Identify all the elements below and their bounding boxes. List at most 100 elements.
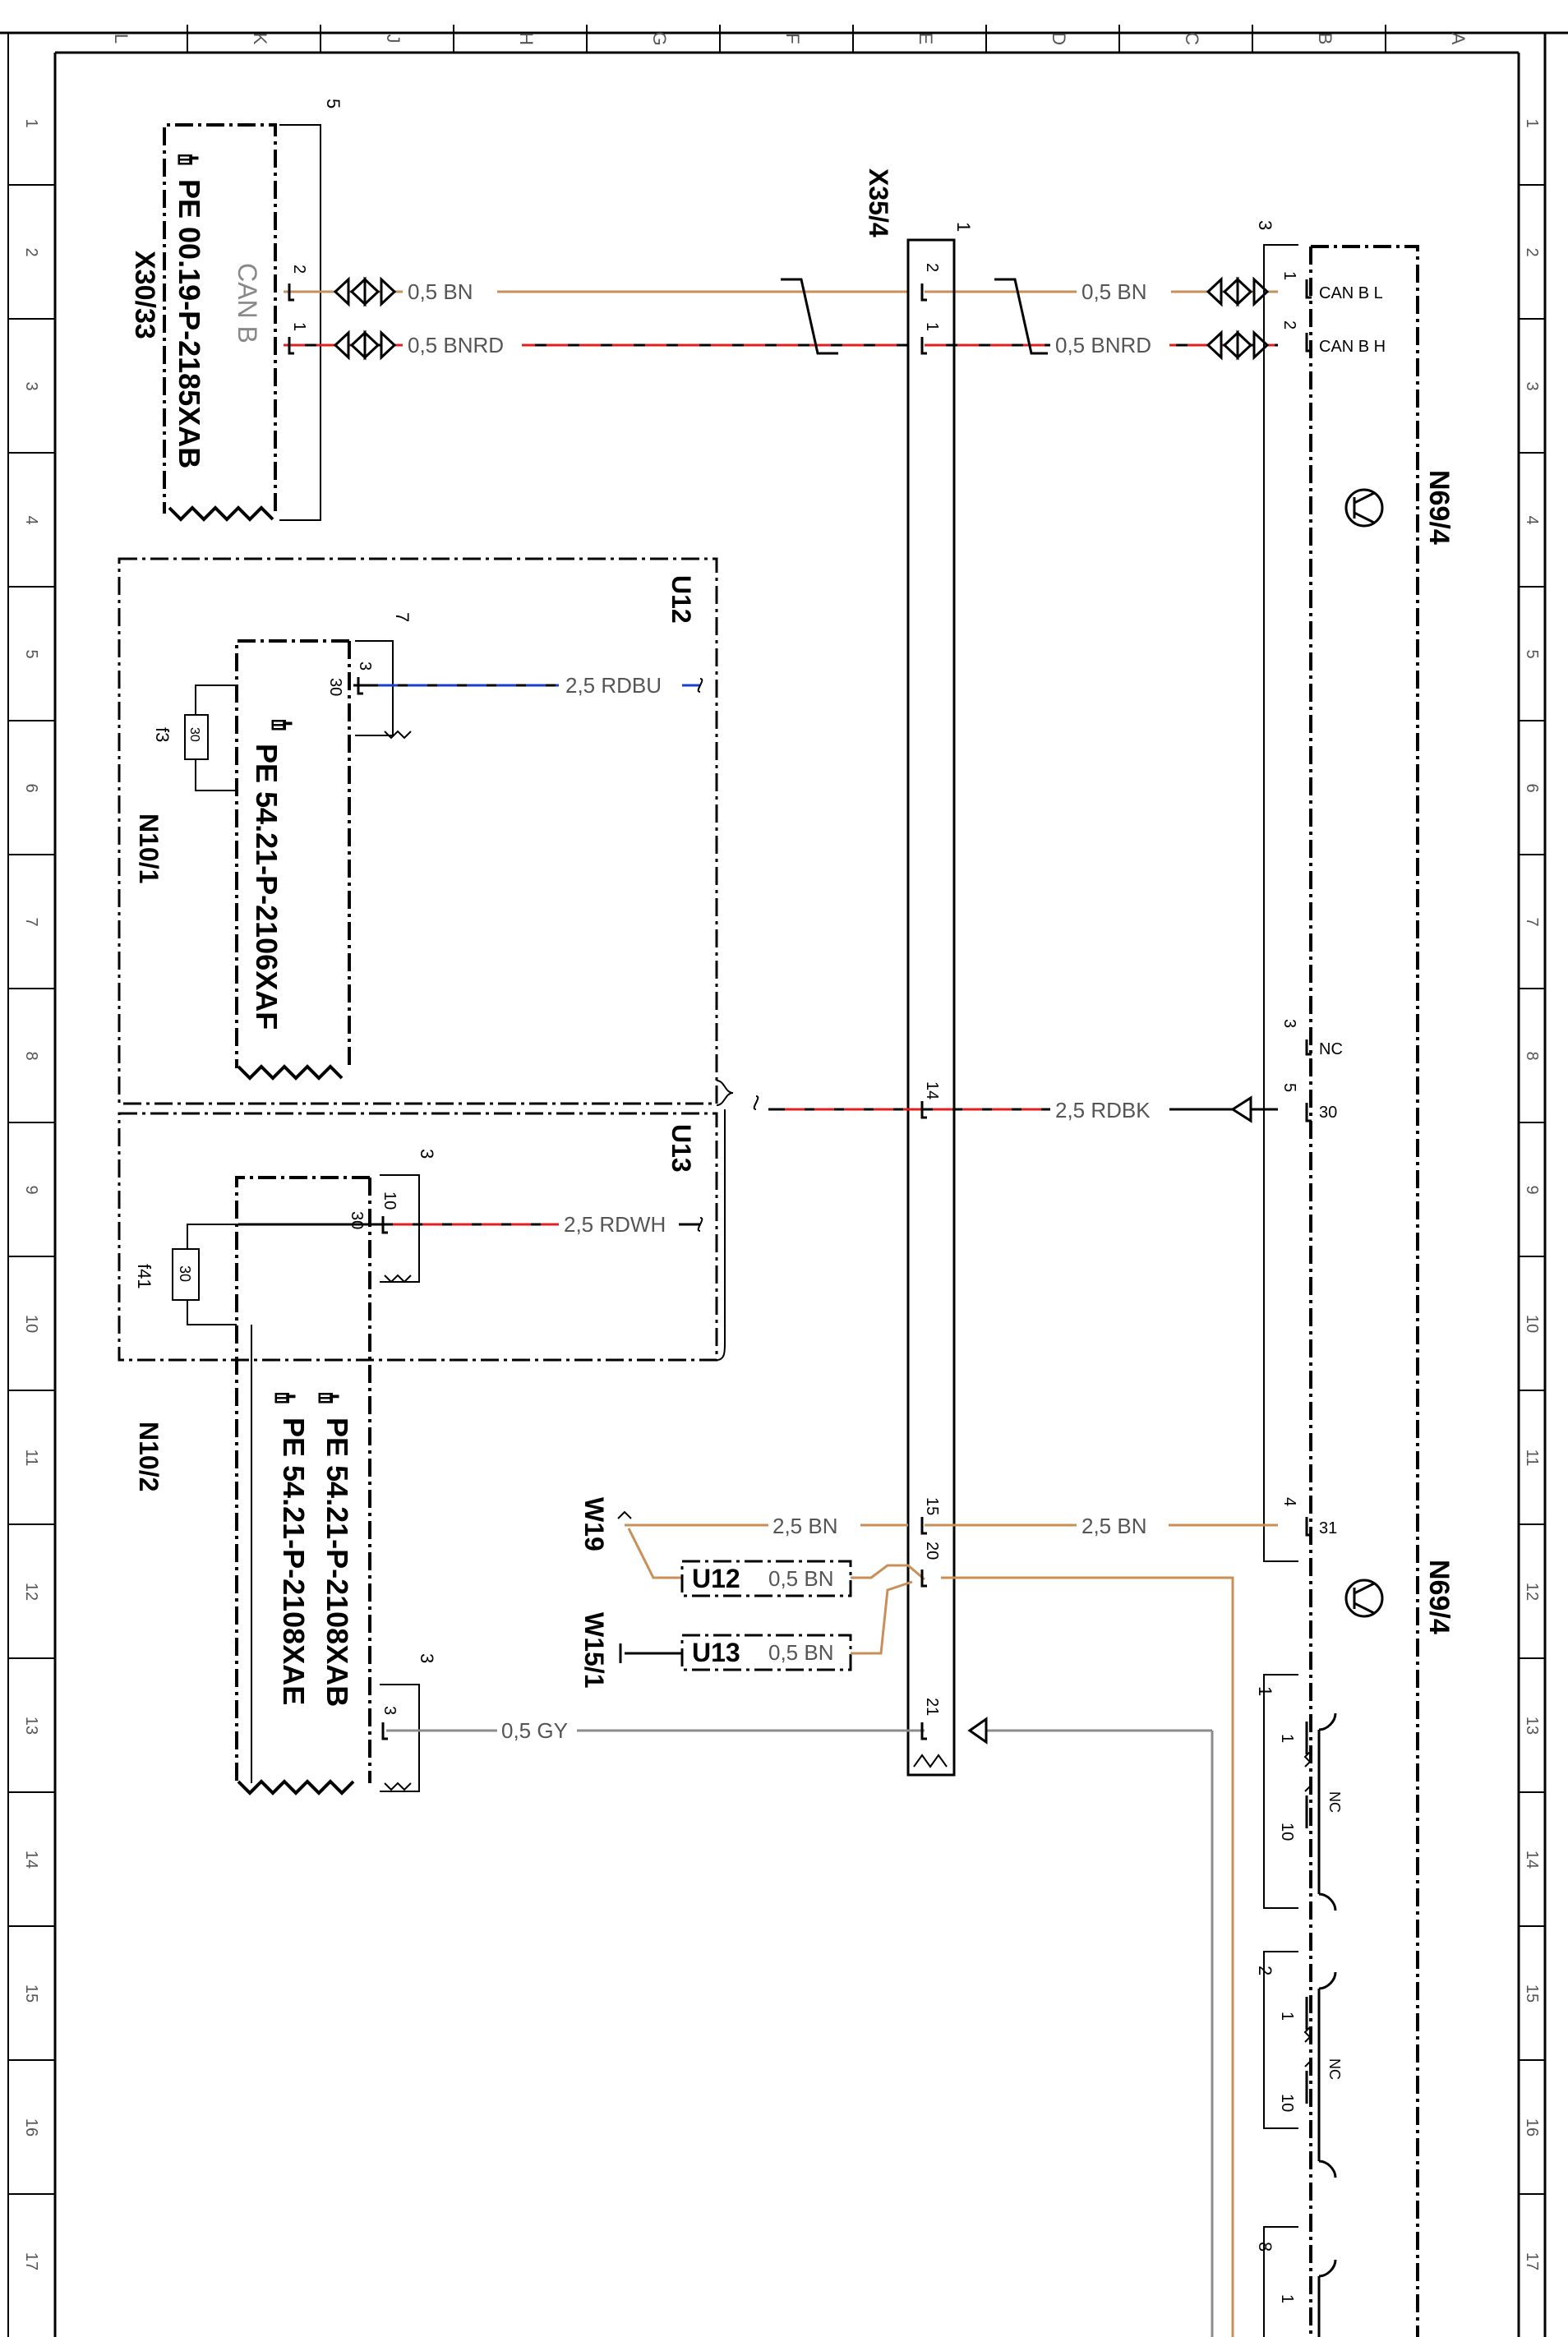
row-num-15-left: 15: [22, 1984, 40, 2003]
can-b-label: CAN B: [233, 263, 262, 343]
info-hand-icon: [274, 1393, 296, 1404]
row-num-14-left: 14: [22, 1851, 40, 1869]
u13-tag-box[interactable]: U13 0,5 BN: [680, 1634, 852, 1671]
transistor-icon: [1344, 488, 1384, 528]
n10-2-ref-1: PE 54.21-P-2108XAB: [321, 1417, 354, 1707]
switch-2-nc: NC: [1326, 2058, 1343, 2080]
switch-1-pin-b: 10: [1278, 1823, 1296, 1841]
n69-pin-30: 30: [1319, 1104, 1337, 1122]
row-num-8-left: 8: [22, 1051, 40, 1060]
n69-pin-1: 1: [1280, 271, 1298, 280]
x35-pin-2: 2: [923, 263, 941, 272]
u12-tag-label: U12: [692, 1564, 740, 1593]
w15-1-label: W15/1: [579, 1612, 609, 1688]
row-num-7-right: 7: [1523, 917, 1541, 926]
col-letter-l: L: [111, 34, 131, 44]
u13-box[interactable]: U13: [118, 1080, 734, 1362]
switch-2-pin-a: 1: [1278, 2012, 1296, 2021]
x35-pin-21: 21: [923, 1698, 941, 1716]
x30-33-id: X30/33: [129, 251, 160, 339]
row-num-9-right: 9: [1523, 1185, 1541, 1194]
switch-8[interactable]: 8 1: [1255, 2226, 1337, 2337]
info-hand-icon: [178, 154, 199, 165]
n69-4-module[interactable]: 3 N69/4 N69/4 1 2 3 5 4 CAN B L CAN B H …: [1255, 220, 1455, 2337]
u13-id: U13: [666, 1124, 696, 1173]
x30-33-connector[interactable]: 5 X30/33 PE 00.19-P-2185XAB CAN B 2 1: [129, 99, 344, 522]
n10-2-pin-30: 30: [348, 1211, 366, 1229]
row-num-12-left: 12: [22, 1583, 40, 1601]
info-hand-icon: [271, 720, 293, 731]
n10-1-ref: PE 54.21-P-2106XAF: [250, 744, 284, 1030]
x35-4-connector[interactable]: X35/4 1 2 1 14 15 20 21: [864, 168, 974, 1777]
u12-tag-box[interactable]: U12 0,5 BN: [680, 1560, 852, 1597]
n69-4-id: N69/4: [1423, 470, 1455, 545]
n10-1-id: N10/1: [134, 814, 164, 883]
switch-2[interactable]: 2 1 10 NC: [1255, 1951, 1343, 2178]
wire-rdbu: 2,5 RDBU: [353, 673, 703, 698]
n10-1-pin-30: 30: [326, 678, 344, 696]
u13-tag-label: U13: [692, 1638, 740, 1667]
row-num-3-right: 3: [1523, 381, 1541, 390]
fuse-f41-label: f41: [134, 1264, 154, 1289]
wire-rdbk: 2,5 RDBK: [753, 1095, 1278, 1123]
x35-4-bracket-num: 1: [953, 222, 974, 232]
wire-label-rdbu: 2,5 RDBU: [565, 673, 662, 698]
switch-1-nc: NC: [1326, 1791, 1343, 1813]
row-num-6-left: 6: [22, 783, 40, 792]
n10-1-block[interactable]: 7 N10/1 PE 54.21-P-2106XAF 3 30 30 f3: [134, 612, 413, 1081]
row-num-1-left: 1: [22, 118, 40, 127]
row-num-1-right: 1: [1523, 118, 1541, 127]
row-num-17-right: 17: [1523, 2252, 1541, 2270]
n10-2-id: N10/2: [134, 1422, 164, 1491]
row-num-9-left: 9: [22, 1185, 40, 1194]
u12-id: U12: [666, 575, 696, 624]
n69-pin-can-b-l: CAN B L: [1319, 284, 1383, 302]
row-num-11-right: 11: [1523, 1450, 1541, 1467]
switch-8-num: 8: [1255, 2242, 1275, 2252]
switch-2-num: 2: [1255, 1966, 1275, 1975]
u12-box[interactable]: U12: [118, 557, 718, 1105]
x30-pin-1: 1: [290, 322, 308, 331]
row-num-3-left: 3: [22, 381, 40, 390]
row-num-13-left: 13: [22, 1717, 40, 1735]
x30-33-bracket-num: 5: [323, 99, 344, 108]
x35-pin-terminals: [288, 283, 927, 1740]
row-num-2-left: 2: [22, 247, 40, 256]
n69-4-id-lower: N69/4: [1423, 1560, 1455, 1634]
switch-8-pin-a: 1: [1278, 2294, 1296, 2303]
switch-1[interactable]: 1 1 10 NC: [1255, 1674, 1343, 1911]
n69-pin-4: 4: [1280, 1497, 1298, 1506]
n10-2-pin-10: 10: [380, 1192, 399, 1210]
switch-1-num: 1: [1255, 1686, 1275, 1696]
n69-pin-can-b-h: CAN B H: [1319, 338, 1386, 356]
row-num-16-left: 16: [22, 2118, 40, 2136]
row-num-8-right: 8: [1523, 1051, 1541, 1060]
row-num-2-right: 2: [1523, 247, 1541, 256]
fuse-f3-value: 30: [187, 727, 201, 742]
can-b-wire-labels: 0,5 BN 0,5 BNRD 0,5 BN 0,5 BNRD: [403, 278, 1171, 357]
ground-w15-1[interactable]: W15/1: [579, 1612, 682, 1688]
ground-w19[interactable]: W19 2,5 BN: [579, 1497, 908, 1579]
n10-1-bracket-num: 7: [392, 612, 413, 622]
wire-label-bn-left: 0,5 BN: [408, 279, 473, 304]
wire-gy: 0,5 GY: [386, 1717, 1214, 2337]
col-letter-b: B: [1315, 33, 1335, 45]
col-letter-f: F: [782, 33, 803, 44]
w19-label: W19: [579, 1497, 609, 1551]
fuse-f3-label: f3: [152, 727, 173, 742]
n10-2-block[interactable]: 3 3 N10/2 PE 54.21-P-2108XAB PE 54.21-P-…: [134, 1149, 437, 1795]
x35-pin-14: 14: [923, 1081, 941, 1099]
wire-label-bn-n69: 2,5 BN: [1081, 1514, 1147, 1538]
u13-tag-wire: 0,5 BN: [768, 1640, 834, 1665]
info-hand-icon: [318, 1393, 339, 1404]
row-num-10-left: 10: [22, 1315, 40, 1333]
row-num-13-right: 13: [1523, 1717, 1541, 1735]
col-letter-j: J: [383, 35, 404, 44]
n69-pin-2: 2: [1280, 320, 1298, 330]
n69-pin-nc: NC: [1319, 1040, 1343, 1058]
row-num-12-right: 12: [1523, 1583, 1541, 1601]
x35-pin-15: 15: [923, 1497, 941, 1515]
wire-label-bnrd-left: 0,5 BNRD: [408, 333, 504, 357]
n10-2-bracket-num-lower: 3: [417, 1653, 437, 1663]
